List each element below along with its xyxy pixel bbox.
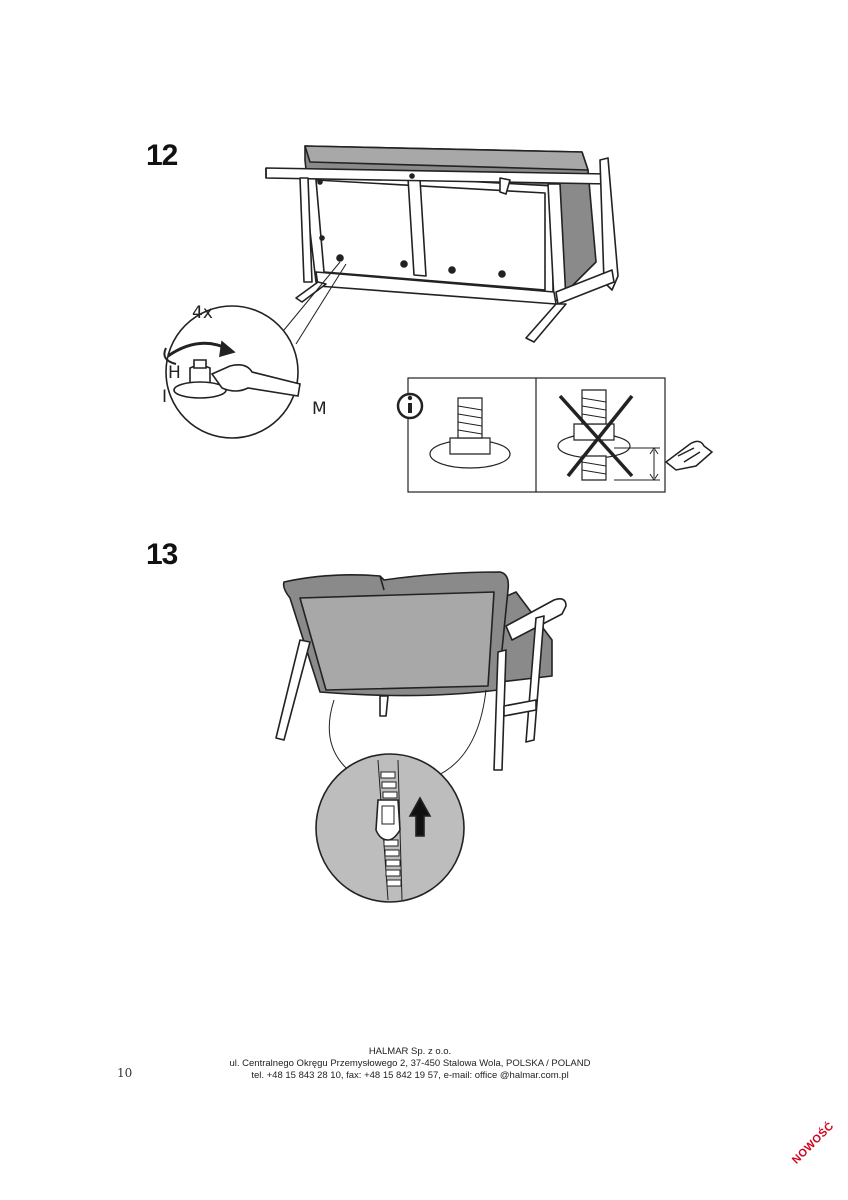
footer-address: HALMAR Sp. z o.o. ul. Centralnego Okręgu… <box>180 1046 640 1082</box>
pointing-hand-icon <box>664 440 714 471</box>
step-13-number: 13 <box>146 538 178 571</box>
footer-company: HALMAR Sp. z o.o. <box>368 1046 452 1057</box>
incorrect-bolt-illustration <box>557 389 660 481</box>
page-number: 10 <box>117 1066 133 1080</box>
footer-contact: tel. +48 15 843 28 10, fax: +48 15 842 1… <box>251 1070 569 1081</box>
sofa-back-illustration <box>275 571 567 771</box>
step-12-number: 12 <box>146 139 178 172</box>
part-h-label: H <box>168 363 181 383</box>
part-m-label: M <box>312 399 327 419</box>
zip-detail-zoom <box>315 689 487 903</box>
part-i-label: I <box>162 387 167 407</box>
footer-address-line: ul. Centralnego Okręgu Przemysłowego 2, … <box>229 1058 591 1069</box>
info-box <box>407 377 666 493</box>
correct-bolt-illustration <box>429 397 511 469</box>
info-icon <box>396 392 424 420</box>
sofa-upside-down-illustration <box>265 145 619 345</box>
nut-tightening-zoom <box>163 305 301 439</box>
count-label: 4x <box>192 303 213 323</box>
